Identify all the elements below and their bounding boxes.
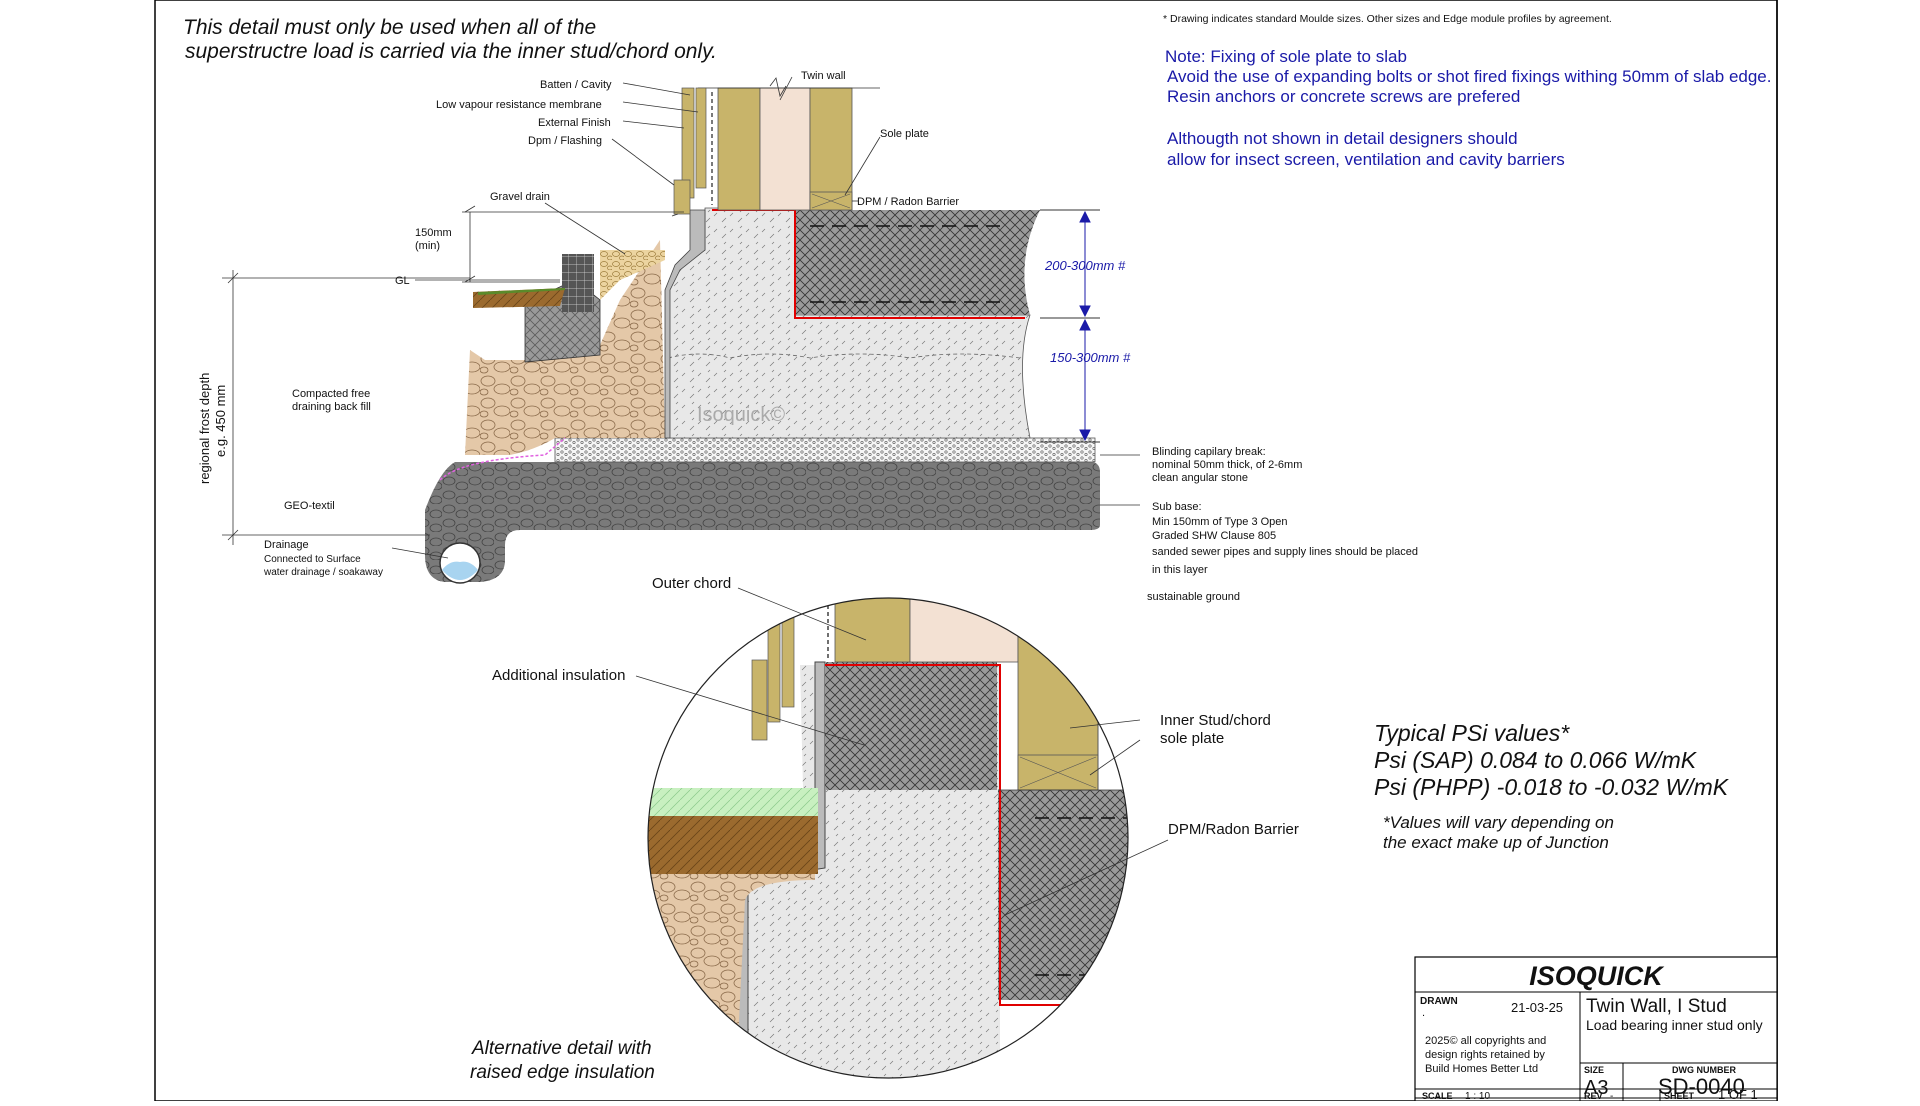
main-labels: Twin wall Batten / Cavity Low vapour res… — [197, 70, 1418, 603]
size-value: A3 — [1584, 1077, 1608, 1099]
label-subbase-5: in this layer — [1152, 564, 1208, 576]
detail-labels: Outer chord Additional insulation Inner … — [470, 575, 1299, 1083]
psi-sap: Psi (SAP) 0.084 to 0.066 W/mK — [1374, 747, 1698, 773]
fixing-line-2: Resin anchors or concrete screws are pre… — [1167, 87, 1520, 106]
label-batten-cavity: Batten / Cavity — [540, 79, 612, 91]
detail-circle-outline — [647, 597, 1129, 1079]
label-inner-stud-1: Inner Stud/chord — [1160, 712, 1271, 729]
psi-vary-1: *Values will vary depending on — [1383, 813, 1614, 832]
label-alt-detail-1: Alternative detail with — [471, 1038, 652, 1059]
label-dpm-radon-2: DPM/Radon Barrier — [1168, 821, 1299, 838]
dwg-value: SD-0040 — [1658, 1074, 1745, 1099]
label-geo-textil: GEO-textil — [284, 500, 335, 512]
sheet-label: SHEET — [1664, 1091, 1695, 1101]
label-dpm-radon: DPM / Radon Barrier — [857, 196, 959, 208]
label-frost-depth-1: regional frost depth — [197, 373, 212, 484]
drawn-value: . — [1422, 1007, 1425, 1019]
warning-line-2: superstructre load is carried via the in… — [185, 40, 717, 63]
label-blinding-3: clean angular stone — [1152, 472, 1248, 484]
label-subbase-2: Min 150mm of Type 3 Open — [1152, 516, 1288, 528]
twin-wall-cavity — [759, 87, 811, 211]
label-twin-wall: Twin wall — [801, 70, 846, 82]
label-outer-chord: Outer chord — [652, 575, 731, 592]
label-blinding-2: nominal 50mm thick, of 2-6mm — [1152, 459, 1302, 471]
watermark: Isoquick© — [697, 404, 785, 426]
company-name: ISOQUICK — [1529, 961, 1665, 991]
rev-value: - — [1610, 1091, 1613, 1101]
insect-line-1: Althougth not shown in detail designers … — [1167, 129, 1518, 148]
notes-block: Note: Fixing of sole plate to slab Avoid… — [1165, 47, 1772, 169]
drawing-title: Twin Wall, I Stud — [1586, 996, 1727, 1017]
label-gl: GL — [395, 275, 410, 287]
psi-values: Typical PSi values* Psi (SAP) 0.084 to 0… — [1374, 720, 1730, 852]
label-backfill-2: draining back fill — [292, 401, 371, 413]
label-sole-plate: Sole plate — [880, 128, 929, 140]
psi-phpp: Psi (PHPP) -0.018 to -0.032 W/mK — [1374, 774, 1730, 800]
label-gravel-drain: Gravel drain — [490, 191, 550, 203]
label-150mm: 150mm — [415, 227, 452, 239]
sheet-value: 1 OF 1 — [1718, 1087, 1758, 1101]
size-label: SIZE — [1584, 1065, 1604, 1075]
title-block: ISOQUICK DRAWN . 21-03-25 Twin Wall, I S… — [1414, 956, 1778, 1102]
label-external-finish: External Finish — [538, 117, 611, 129]
label-membrane: Low vapour resistance membrane — [436, 99, 602, 111]
fixing-line-1: Avoid the use of expanding bolts or shot… — [1167, 67, 1772, 86]
label-min: (min) — [415, 240, 440, 252]
label-backfill-1: Compacted free — [292, 388, 370, 400]
outer-stud — [717, 87, 761, 211]
scale-label: SCALE — [1422, 1091, 1453, 1101]
label-subbase-3: Graded SHW Clause 805 — [1152, 530, 1276, 542]
psi-vary-2: the exact make up of Junction — [1383, 833, 1609, 852]
dwg-label: DWG NUMBER — [1672, 1065, 1736, 1075]
fixing-title: Note: Fixing of sole plate to slab — [1165, 47, 1407, 66]
inner-stud — [809, 87, 853, 211]
label-subbase-4: sanded sewer pipes and supply lines shou… — [1152, 546, 1418, 558]
label-additional-insulation: Additional insulation — [492, 667, 625, 684]
scale-value: 1 : 10 — [1465, 1091, 1490, 1101]
label-inner-stud-2: sole plate — [1160, 730, 1224, 747]
main-section — [222, 76, 1140, 584]
insect-line-2: allow for insect screen, ventilation and… — [1167, 150, 1565, 169]
footnote: * Drawing indicates standard Moulde size… — [1163, 13, 1612, 25]
label-drainage-2: Connected to Surface — [264, 554, 361, 565]
label-drainage-1: Drainage — [264, 539, 309, 551]
drawn-date: 21-03-25 — [1511, 1000, 1563, 1015]
label-drainage-3: water drainage / soakaway — [263, 567, 383, 578]
header-texts: This detail must only be used when all o… — [183, 13, 1612, 63]
drawing-subtitle: Load bearing inner stud only — [1586, 1017, 1763, 1033]
label-blinding-1: Blinding capilary break: — [1152, 446, 1266, 458]
label-subbase-1: Sub base: — [1152, 501, 1202, 513]
label-dim-200-300: 200-300mm # — [1044, 258, 1126, 273]
warning-line-1: This detail must only be used when all o… — [183, 16, 596, 39]
label-frost-depth-2: e.g. 450 mm — [213, 385, 228, 457]
label-dim-150-300: 150-300mm # — [1050, 350, 1131, 365]
label-sustainable-ground: sustainable ground — [1147, 591, 1240, 603]
copyright-3: Build Homes Better Ltd — [1425, 1063, 1538, 1075]
copyright-1: 2025© all copyrights and — [1425, 1035, 1546, 1047]
drawn-label: DRAWN — [1420, 996, 1458, 1007]
copyright-2: design rights retained by — [1425, 1049, 1545, 1061]
psi-title: Typical PSi values* — [1374, 720, 1570, 746]
label-alt-detail-2: raised edge insulation — [470, 1062, 655, 1083]
rev-label: REV — [1584, 1091, 1603, 1101]
label-dpm-flashing: Dpm / Flashing — [528, 135, 602, 147]
circle-detail — [635, 587, 1169, 1079]
